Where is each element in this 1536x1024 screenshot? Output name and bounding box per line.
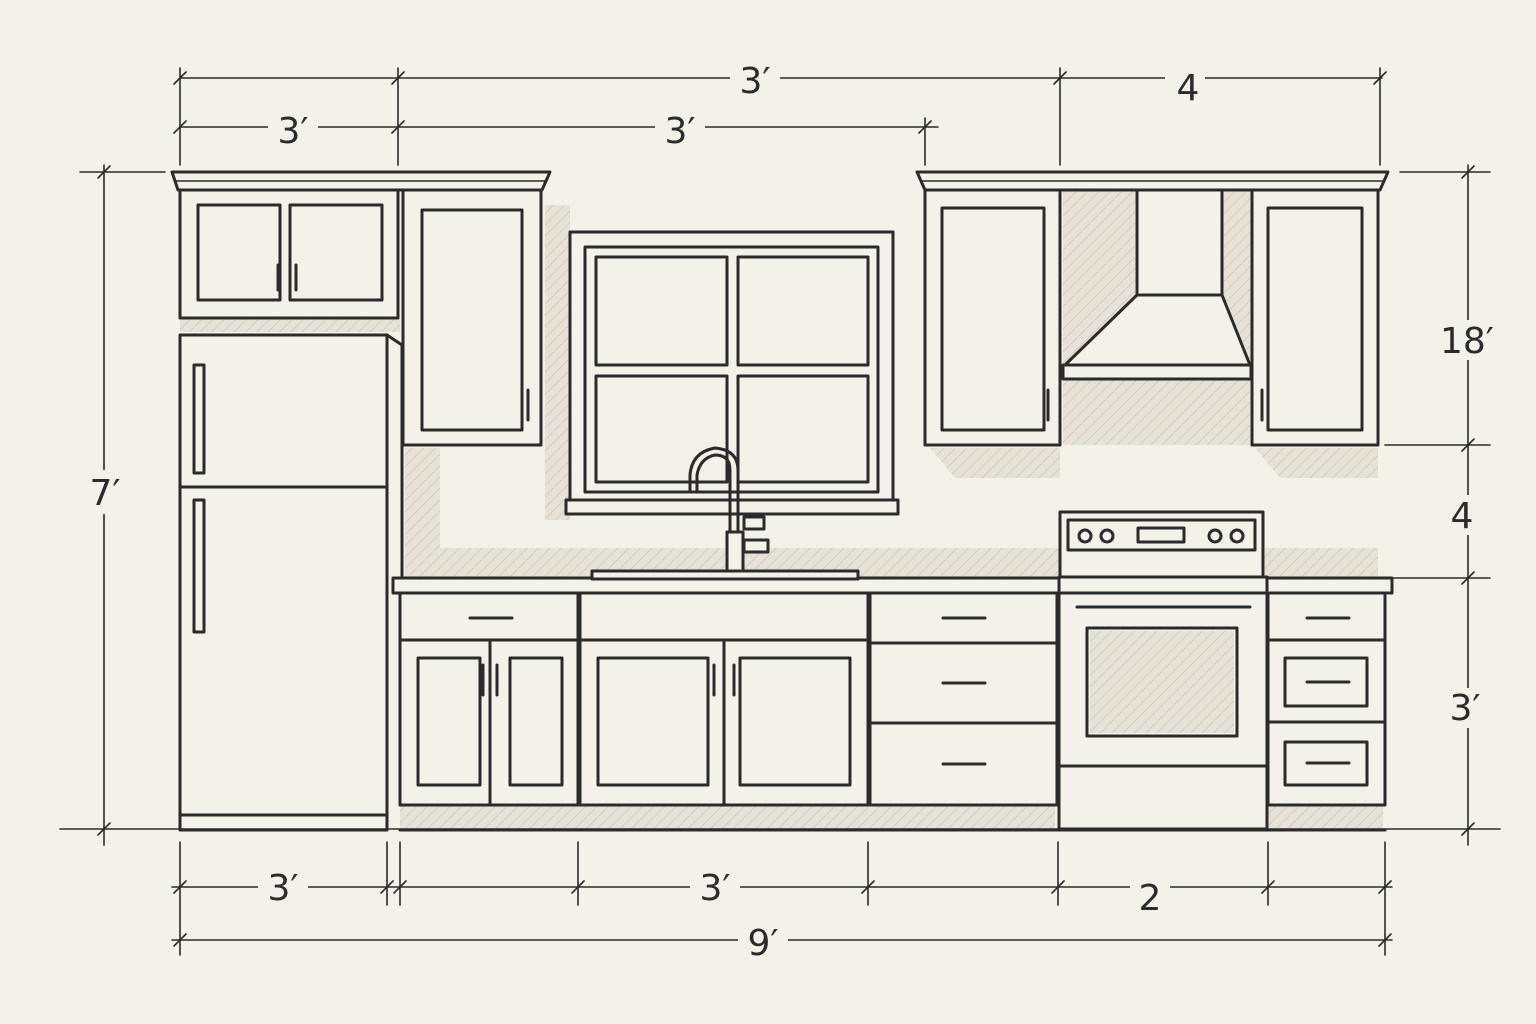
dim-bottom-overall: 9′ [747,923,778,964]
crown-molding-left [170,170,552,192]
dim-right-backsplash: 4 [1451,496,1474,537]
base-cabinet-right [1266,591,1387,807]
sink-base-cabinet [578,591,870,807]
dim-bottom-fridge: 3′ [267,868,298,909]
upper-cabinet-right-of-window [923,188,1062,447]
dimension-label-backgrounds [82,60,1496,960]
dim-left-height: 7′ [89,473,120,514]
dim-bottom-range: 2 [1139,878,1162,919]
dim-top-right: 4 [1177,68,1200,109]
upper-cabinet-above-fridge [178,186,400,320]
dim-right-base: 3′ [1449,688,1480,729]
faucet [688,446,770,574]
dimension-labels: 3′ 4 3′ 3′ 7′ 18′ 4 3′ 3′ 3′ 2 9′ [89,61,1494,964]
dim-top-left: 3′ [277,111,308,152]
drawer-base-cabinet [868,591,1059,807]
crown-molding-right [915,170,1390,192]
window [564,230,900,516]
range-stove [1057,510,1269,831]
dim-top-middle: 3′ [664,111,695,152]
upper-cabinet-far-right [1250,188,1380,447]
upper-cabinet-left-of-window [401,188,543,447]
refrigerator [178,333,404,832]
dim-bottom-sink: 3′ [699,868,730,909]
dim-top-overall: 3′ [739,61,770,102]
dim-right-upper: 18′ [1440,321,1494,362]
base-cabinet-left [398,591,580,807]
range-hood [1061,188,1253,381]
